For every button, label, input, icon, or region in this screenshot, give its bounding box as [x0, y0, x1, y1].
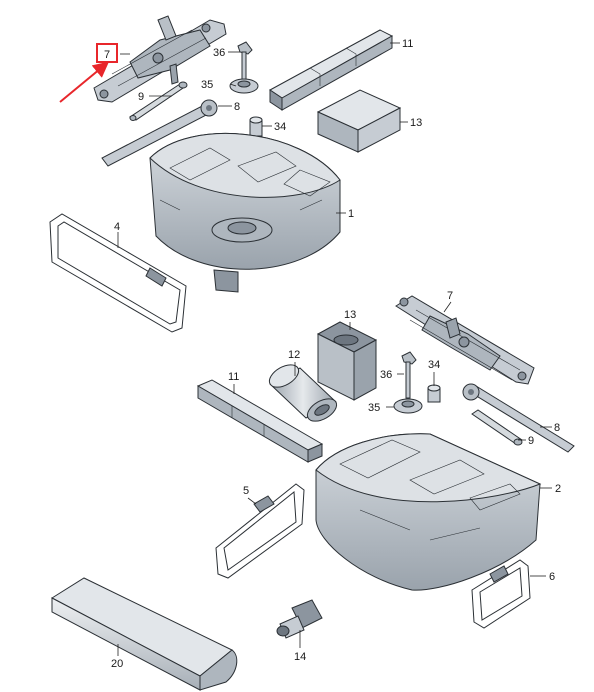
nut-top	[249, 116, 263, 137]
jack-top	[93, 15, 227, 103]
callout-9-top: 9	[138, 91, 144, 103]
wing-bolt-top	[237, 41, 253, 81]
wing-bolt-bottom	[401, 351, 417, 399]
callout-12: 12	[288, 349, 300, 361]
nut-bottom	[427, 384, 441, 403]
callout-5: 5	[243, 485, 249, 497]
clamp-disc-top	[229, 78, 259, 94]
callout-4: 4	[114, 221, 120, 233]
callout-6: 6	[549, 571, 555, 583]
callout-7-bottom: 7	[447, 290, 453, 302]
callout-34-top: 34	[274, 121, 286, 133]
callout-20: 20	[111, 658, 123, 670]
callout-2: 2	[555, 483, 561, 495]
box-bottom	[316, 321, 378, 401]
callout-13-top: 13	[410, 117, 422, 129]
foam-tray-upper	[149, 133, 341, 293]
valve-connector	[276, 599, 323, 639]
callout-13-bottom: 13	[344, 309, 356, 321]
callout-9-bottom: 9	[528, 435, 534, 447]
callout-8-top: 8	[234, 101, 240, 113]
clamp-disc-bottom	[393, 398, 423, 414]
wheel-wrench-top	[101, 99, 218, 167]
highlight-arrow	[59, 61, 110, 103]
callout-14: 14	[294, 651, 306, 663]
strap-small	[471, 559, 531, 629]
callout-35-top: 35	[201, 79, 213, 91]
callout-11-top: 11	[402, 38, 413, 50]
callout-35-bottom: 35	[368, 402, 380, 414]
foam-bar-bottom	[196, 379, 324, 463]
strap-upper	[49, 213, 187, 333]
callout-36-top: 36	[213, 47, 225, 59]
wheel-wrench-bottom	[462, 383, 575, 453]
callout-34-bottom: 34	[428, 359, 440, 371]
callout-labels: 7 9 8 36 35 34 11 13 1 4 7 13 12 11 36 3…	[104, 38, 561, 670]
compressor	[268, 364, 338, 422]
foam-bar-large	[50, 577, 238, 691]
foam-tray-lower	[315, 433, 542, 591]
box-top	[316, 89, 402, 153]
callout-11-bottom: 11	[228, 371, 239, 383]
callout-8-bottom: 8	[554, 422, 560, 434]
crank-rod-top	[129, 81, 188, 121]
callout-1: 1	[348, 208, 354, 220]
callout-36-bottom: 36	[380, 369, 392, 381]
callout-7-top: 7	[104, 49, 110, 61]
strap-lower	[215, 483, 305, 579]
jack-bottom	[395, 295, 535, 385]
leader-lines	[117, 42, 552, 656]
foam-bar-top	[269, 29, 394, 111]
